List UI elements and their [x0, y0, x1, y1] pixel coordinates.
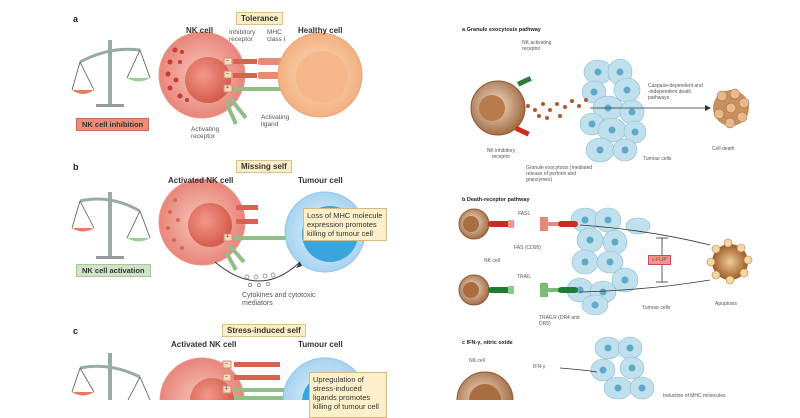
nk-cell-label-c: NK cell: [469, 358, 485, 364]
mhc-class-label: MHC class I: [267, 29, 286, 44]
death-pathways-label: Caspase-dependent and -independent death…: [648, 83, 703, 101]
apoptosis-label: Apoptosis: [715, 301, 737, 307]
cytokines-label: Cytokines and cytotoxic mediators: [242, 292, 316, 308]
condition-label-stress-induced: Stress-induced self: [222, 324, 306, 337]
condition-label-missing-self: Missing self: [236, 160, 292, 173]
signal-minus-1: −: [226, 58, 229, 64]
inhibitory-receptor-label: Inhibitory receptor: [229, 29, 256, 44]
nk-activation-badge: NK cell activation: [76, 264, 151, 277]
tumour-cluster-c: [590, 336, 655, 400]
signal-plus-c1: +: [225, 386, 228, 392]
nk-inhibitory-receptor-label: NK inhibitory receptor: [486, 148, 516, 160]
granule-pathway-title: a Granule exocytosis pathway: [462, 27, 541, 33]
receptor-pairs-a: [223, 57, 288, 125]
death-receptor-title: b Death-receptor pathway: [462, 197, 530, 203]
balance-scale-icon-a: [71, 40, 151, 107]
mhc-induction-label: Induction of MHC molecules: [663, 393, 726, 399]
activating-ligand-label: Activating ligand: [261, 114, 290, 129]
arrowhead-icon: [296, 262, 302, 268]
activated-nk-cell-b: [158, 178, 288, 271]
cflip-label: c-FLIP: [648, 255, 671, 265]
tumour-cluster-a: [579, 58, 647, 163]
balance-scale-icon-c: [71, 353, 151, 400]
trailr-label: TRAILR (DR4 and DR5): [539, 315, 580, 327]
panel-a-letter: a: [73, 14, 79, 24]
arrowhead-icon: [705, 105, 711, 111]
activating-receptor-label: Activating receptor: [191, 126, 220, 141]
stress-induced-info-box: Upregulation of stress-induced ligands p…: [309, 372, 387, 418]
fasl-label: FASL: [518, 211, 531, 217]
signal-minus-c1: −: [225, 361, 228, 367]
activated-nk-cell-title: Activated NK cell: [168, 176, 234, 185]
tumour-cell-title-c: Tumour cell: [298, 340, 343, 349]
cell-death-label: Cell death: [712, 146, 735, 152]
signal-plus-b: +: [226, 234, 229, 240]
nk-cell-brown-c: [456, 371, 514, 400]
balance-scale-icon-b: [71, 192, 151, 259]
tumour-cell-title: Tumour cell: [298, 176, 343, 185]
granules-a: [526, 98, 588, 120]
nk-cell-fasl: [458, 208, 578, 240]
panel-c-letter: c: [73, 326, 79, 336]
trail-label: TRAIL: [517, 274, 532, 280]
apoptosis-arrow-top: [579, 224, 711, 246]
nk-cell-title: NK cell: [186, 26, 214, 35]
nk-activating-receptor-label: NK activating receptor: [522, 40, 552, 52]
granule-exocytosis-label: Granule exocytosis (mediated release of …: [526, 165, 593, 183]
apoptosis-arrow-bottom: [579, 279, 711, 293]
signal-plus: +: [226, 85, 229, 91]
apoptotic-cell-icon: [706, 238, 753, 285]
condition-label-tolerance: Tolerance: [236, 12, 284, 25]
activated-nk-cell-title-c: Activated NK cell: [171, 340, 237, 349]
tumour-cells-label-a: Tumour cells: [643, 156, 672, 162]
tumour-cells-label-b: Tumour cells: [642, 305, 671, 311]
fas-label: FAS (CD95): [514, 245, 541, 251]
nk-cell-a: [158, 31, 246, 119]
killing-arrow-b: [214, 261, 301, 282]
nk-cell-label-b: NK cell: [484, 258, 500, 264]
cytokine-granules-icon: [244, 272, 276, 287]
ifn-arrow: [559, 367, 598, 373]
ifn-gamma-label: IFN-γ: [533, 364, 546, 370]
nk-cell-trail: [458, 274, 578, 306]
healthy-cell: [277, 32, 363, 118]
dead-cell-icon: [713, 88, 750, 129]
signal-minus-2: −: [226, 71, 229, 77]
diagram-canvas: [71, 31, 753, 400]
nk-inhibition-badge: NK cell inhibition: [76, 118, 150, 131]
healthy-cell-title: Healthy cell: [298, 26, 343, 35]
signal-minus-c2: −: [225, 374, 228, 380]
ifn-nitric-oxide-title: c IFN-γ, nitric oxide: [462, 340, 513, 346]
nk-cell-brown-a: [470, 76, 532, 137]
activated-nk-cell-c: [159, 357, 286, 400]
panel-b-letter: b: [73, 162, 79, 172]
tumour-cluster-b: [566, 207, 651, 316]
missing-self-info-box: Loss of MHC molecule expression promotes…: [303, 208, 387, 241]
